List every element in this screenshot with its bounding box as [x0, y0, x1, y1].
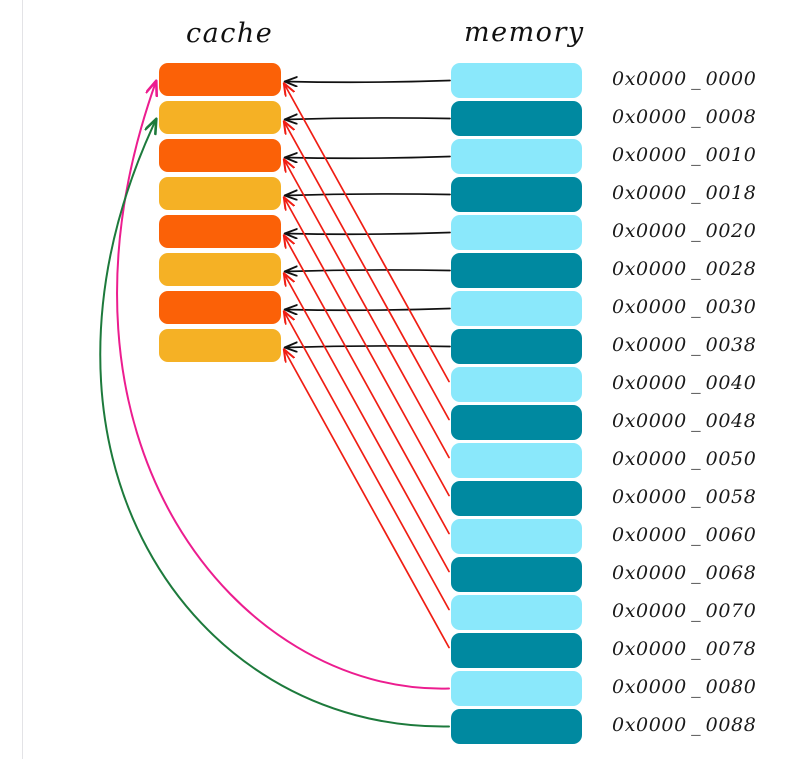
cache-block-3	[159, 177, 281, 210]
cache-block-0	[159, 63, 281, 96]
red-arrow-mem12-to-cache4	[284, 236, 450, 535]
memory-column-title: memory	[464, 17, 585, 48]
cache-block-2	[159, 139, 281, 172]
red-arrow-mem9-to-cache1	[284, 122, 450, 421]
green-arrow-mem17-to-cache1	[99, 120, 450, 728]
memory-address-label-15: 0x0000 _ 0078	[612, 637, 757, 660]
black-arrow-mem4-to-cache4	[285, 233, 451, 235]
memory-block-3	[451, 177, 582, 212]
left-margin-rule	[22, 0, 23, 759]
red-arrow-mem13-to-cache5	[284, 274, 450, 573]
memory-block-8	[451, 367, 582, 402]
memory-block-4	[451, 215, 582, 250]
memory-address-label-8: 0x0000 _ 0040	[612, 371, 757, 394]
memory-block-5	[451, 253, 582, 288]
memory-block-16	[451, 671, 582, 706]
memory-block-13	[451, 557, 582, 592]
memory-address-label-17: 0x0000 _ 0088	[612, 713, 757, 736]
memory-address-label-4: 0x0000 _ 0020	[612, 219, 757, 242]
black-arrow-mem2-to-cache2	[285, 157, 451, 159]
memory-address-label-12: 0x0000 _ 0060	[612, 523, 757, 546]
memory-address-label-10: 0x0000 _ 0050	[612, 447, 757, 470]
memory-address-label-3: 0x0000 _ 0018	[612, 181, 757, 204]
memory-block-2	[451, 139, 582, 174]
memory-block-12	[451, 519, 582, 554]
red-arrow-mem14-to-cache6	[284, 312, 450, 611]
memory-block-6	[451, 291, 582, 326]
memory-block-1	[451, 101, 582, 136]
memory-block-15	[451, 633, 582, 668]
memory-block-11	[451, 481, 582, 516]
magenta-arrow-mem16-to-cache0	[116, 82, 450, 690]
memory-address-label-14: 0x0000 _ 0070	[612, 599, 757, 622]
cache-block-1	[159, 101, 281, 134]
black-arrow-mem0-to-cache0	[285, 81, 451, 83]
memory-block-9	[451, 405, 582, 440]
memory-address-label-5: 0x0000 _ 0028	[612, 257, 757, 280]
black-arrow-mem6-to-cache6	[285, 309, 451, 311]
memory-address-label-1: 0x0000 _ 0008	[612, 105, 757, 128]
cache-block-7	[159, 329, 281, 362]
memory-block-17	[451, 709, 582, 744]
memory-block-7	[451, 329, 582, 364]
black-arrow-group	[285, 81, 451, 348]
memory-block-14	[451, 595, 582, 630]
cache-block-5	[159, 253, 281, 286]
black-arrow-mem7-to-cache7	[285, 346, 451, 348]
cache-block-4	[159, 215, 281, 248]
black-arrow-mem5-to-cache5	[285, 270, 451, 272]
memory-address-label-6: 0x0000 _ 0030	[612, 295, 757, 318]
black-arrow-mem3-to-cache3	[285, 194, 451, 196]
memory-address-label-9: 0x0000 _ 0048	[612, 409, 757, 432]
memory-address-label-7: 0x0000 _ 0038	[612, 333, 757, 356]
red-arrow-mem11-to-cache3	[284, 198, 450, 497]
memory-address-label-16: 0x0000 _ 0080	[612, 675, 757, 698]
memory-address-label-2: 0x0000 _ 0010	[612, 143, 757, 166]
red-arrow-mem15-to-cache7	[284, 350, 450, 649]
memory-block-0	[451, 63, 582, 98]
cache-column-title: cache	[186, 18, 274, 49]
memory-block-10	[451, 443, 582, 478]
memory-address-label-0: 0x0000 _ 0000	[612, 67, 757, 90]
cache-block-6	[159, 291, 281, 324]
red-arrow-group	[284, 84, 450, 649]
red-arrow-mem10-to-cache2	[284, 160, 450, 459]
red-arrow-mem8-to-cache0	[284, 84, 450, 383]
memory-address-label-13: 0x0000 _ 0068	[612, 561, 757, 584]
black-arrow-mem1-to-cache1	[285, 118, 451, 120]
memory-address-label-11: 0x0000 _ 0058	[612, 485, 757, 508]
